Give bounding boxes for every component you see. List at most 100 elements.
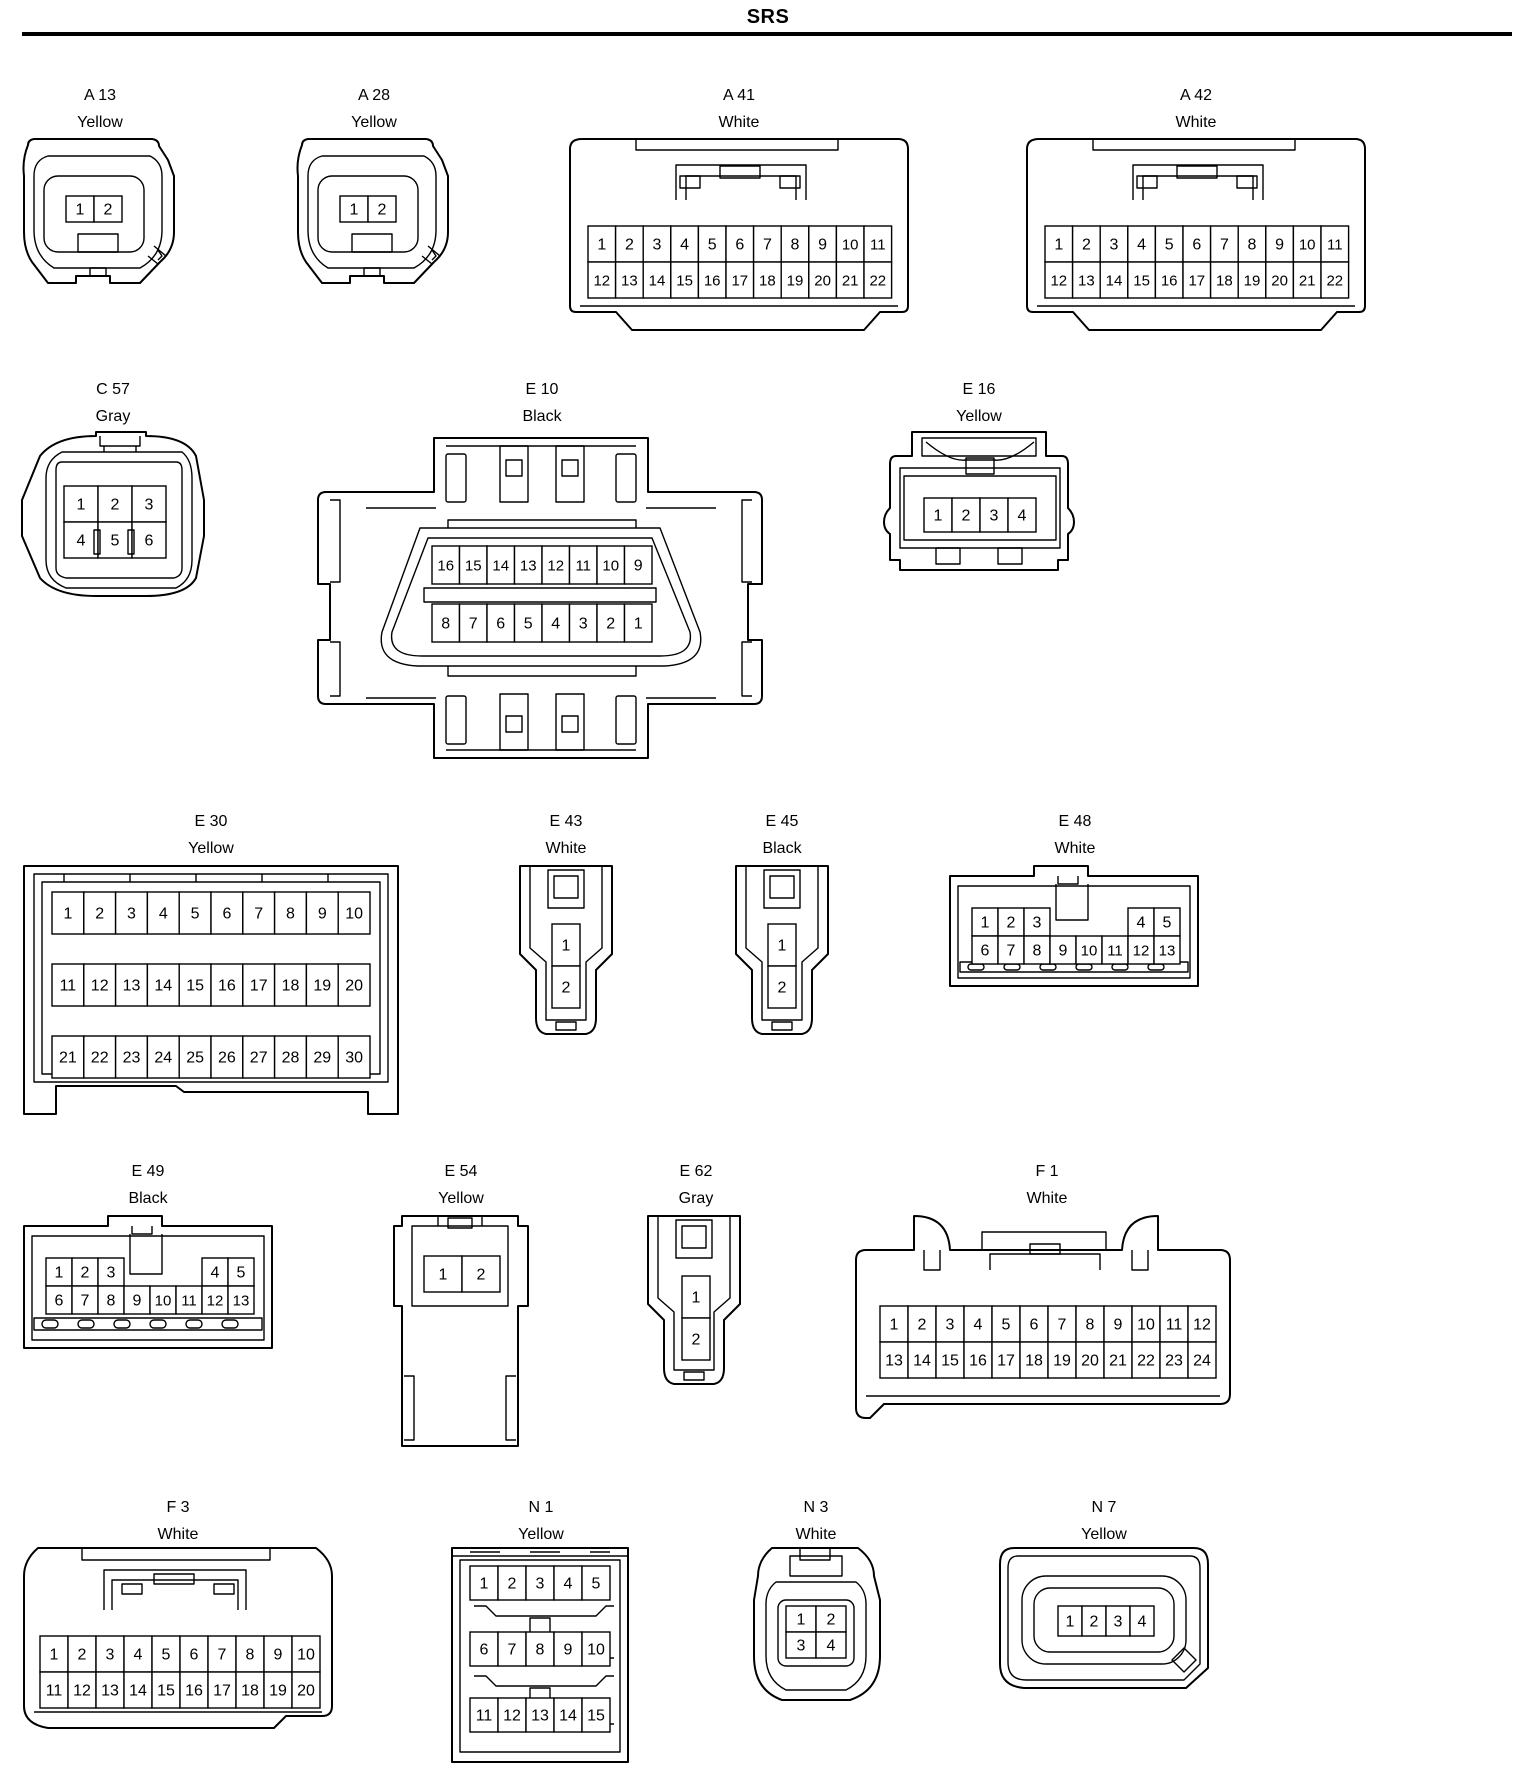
pin-cell	[551, 965, 581, 1009]
pin-number: 4	[1137, 915, 1146, 932]
pin-number: 2	[962, 508, 971, 525]
pin-number: 8	[791, 237, 800, 254]
pin-number: 1	[1066, 1614, 1075, 1631]
pin-cell	[951, 497, 981, 533]
pin-number: 8	[1033, 943, 1042, 960]
connector-id-label: N 1	[529, 1499, 554, 1516]
connector-n7	[999, 1547, 1209, 1689]
page-title: SRS	[746, 6, 790, 28]
pin-number: 16	[1161, 273, 1178, 290]
pin-number: 11	[1166, 1317, 1183, 1334]
connector-color-label: Yellow	[351, 114, 397, 131]
pin-cell	[1182, 261, 1212, 299]
pin-cell	[1153, 935, 1181, 965]
pin-number: 4	[551, 616, 560, 633]
pin-number: 22	[1326, 273, 1343, 290]
connector-color-label: Yellow	[518, 1526, 564, 1543]
pin-number: 15	[676, 273, 693, 290]
pin-number: 13	[101, 1683, 119, 1700]
pin-cell	[623, 545, 653, 585]
connector-color-label: Black	[762, 840, 802, 857]
pin-number: 27	[250, 1050, 268, 1067]
pin-cell	[785, 1605, 817, 1633]
pin-number: 4	[564, 1576, 573, 1593]
pin-number: 17	[213, 1683, 231, 1700]
connector-a28	[296, 138, 449, 284]
pin-cell	[461, 1255, 501, 1293]
connector-color-label: White	[796, 1526, 837, 1543]
pin-number: 4	[134, 1647, 143, 1664]
pin-number: 7	[81, 1293, 90, 1310]
pin-number: 16	[218, 978, 236, 995]
pin-number: 20	[345, 978, 363, 995]
pin-number: 20	[1081, 1353, 1099, 1370]
pin-number: 2	[508, 1576, 517, 1593]
pin-cell	[227, 1285, 255, 1315]
pin-cell	[151, 1635, 181, 1673]
pin-number: 11	[46, 1683, 63, 1700]
pin-cell	[863, 261, 893, 299]
pin-number: 13	[1078, 273, 1095, 290]
connector-color-label: White	[1055, 840, 1096, 857]
pin-cell	[587, 261, 617, 299]
pin-cell	[337, 963, 371, 1007]
pin-number: 12	[73, 1683, 91, 1700]
pin-cell	[815, 1631, 847, 1659]
pin-cell	[367, 195, 397, 223]
pin-cell	[863, 225, 893, 263]
pin-number: 10	[587, 1642, 605, 1659]
pin-number: 26	[218, 1050, 236, 1067]
pin-number: 7	[508, 1642, 517, 1659]
title-rule	[22, 32, 1512, 36]
connector-color-label: Gray	[96, 408, 131, 425]
pin-cell	[752, 261, 782, 299]
pin-number: 21	[59, 1050, 77, 1067]
pin-number: 1	[634, 616, 643, 633]
pin-number: 10	[1081, 943, 1098, 960]
pin-number: 8	[441, 616, 450, 633]
pin-number: 1	[350, 202, 359, 219]
pin-cell	[337, 1035, 371, 1079]
pin-cell	[1209, 225, 1239, 263]
pin-number: 3	[1110, 237, 1119, 254]
pin-number: 16	[437, 558, 454, 575]
pin-number: 2	[1007, 915, 1016, 932]
pin-number: 3	[106, 1647, 115, 1664]
pin-number: 2	[111, 497, 120, 514]
connector-e45	[735, 865, 829, 1035]
connector-color-label: Yellow	[1081, 1526, 1127, 1543]
connector-color-label: Gray	[679, 1190, 714, 1207]
pin-number: 21	[842, 273, 859, 290]
connector-e54	[393, 1215, 529, 1447]
pin-cell	[785, 1631, 817, 1659]
pin-cell	[242, 963, 276, 1007]
pin-cell	[123, 1285, 151, 1315]
pin-number: 14	[913, 1353, 931, 1370]
pin-cell	[179, 1671, 209, 1709]
pin-cell	[227, 1257, 255, 1287]
pin-number: 1	[981, 915, 990, 932]
pin-number: 2	[918, 1317, 927, 1334]
pin-number: 19	[1053, 1353, 1071, 1370]
pin-number: 3	[145, 497, 154, 514]
pin-number: 7	[218, 1647, 227, 1664]
pin-number: 11	[870, 237, 886, 254]
pin-number: 5	[1002, 1317, 1011, 1334]
pin-number: 1	[692, 1290, 701, 1307]
pin-number: 5	[524, 616, 533, 633]
pin-number: 19	[787, 273, 804, 290]
pin-cell	[123, 1671, 153, 1709]
pin-number: 2	[95, 906, 104, 923]
pin-cell	[210, 1035, 244, 1079]
pin-cell	[581, 1631, 611, 1667]
pin-number: 1	[50, 1647, 59, 1664]
pin-number: 7	[469, 616, 478, 633]
pin-number: 9	[1114, 1317, 1123, 1334]
pin-number: 10	[345, 906, 363, 923]
pin-number: 6	[735, 237, 744, 254]
